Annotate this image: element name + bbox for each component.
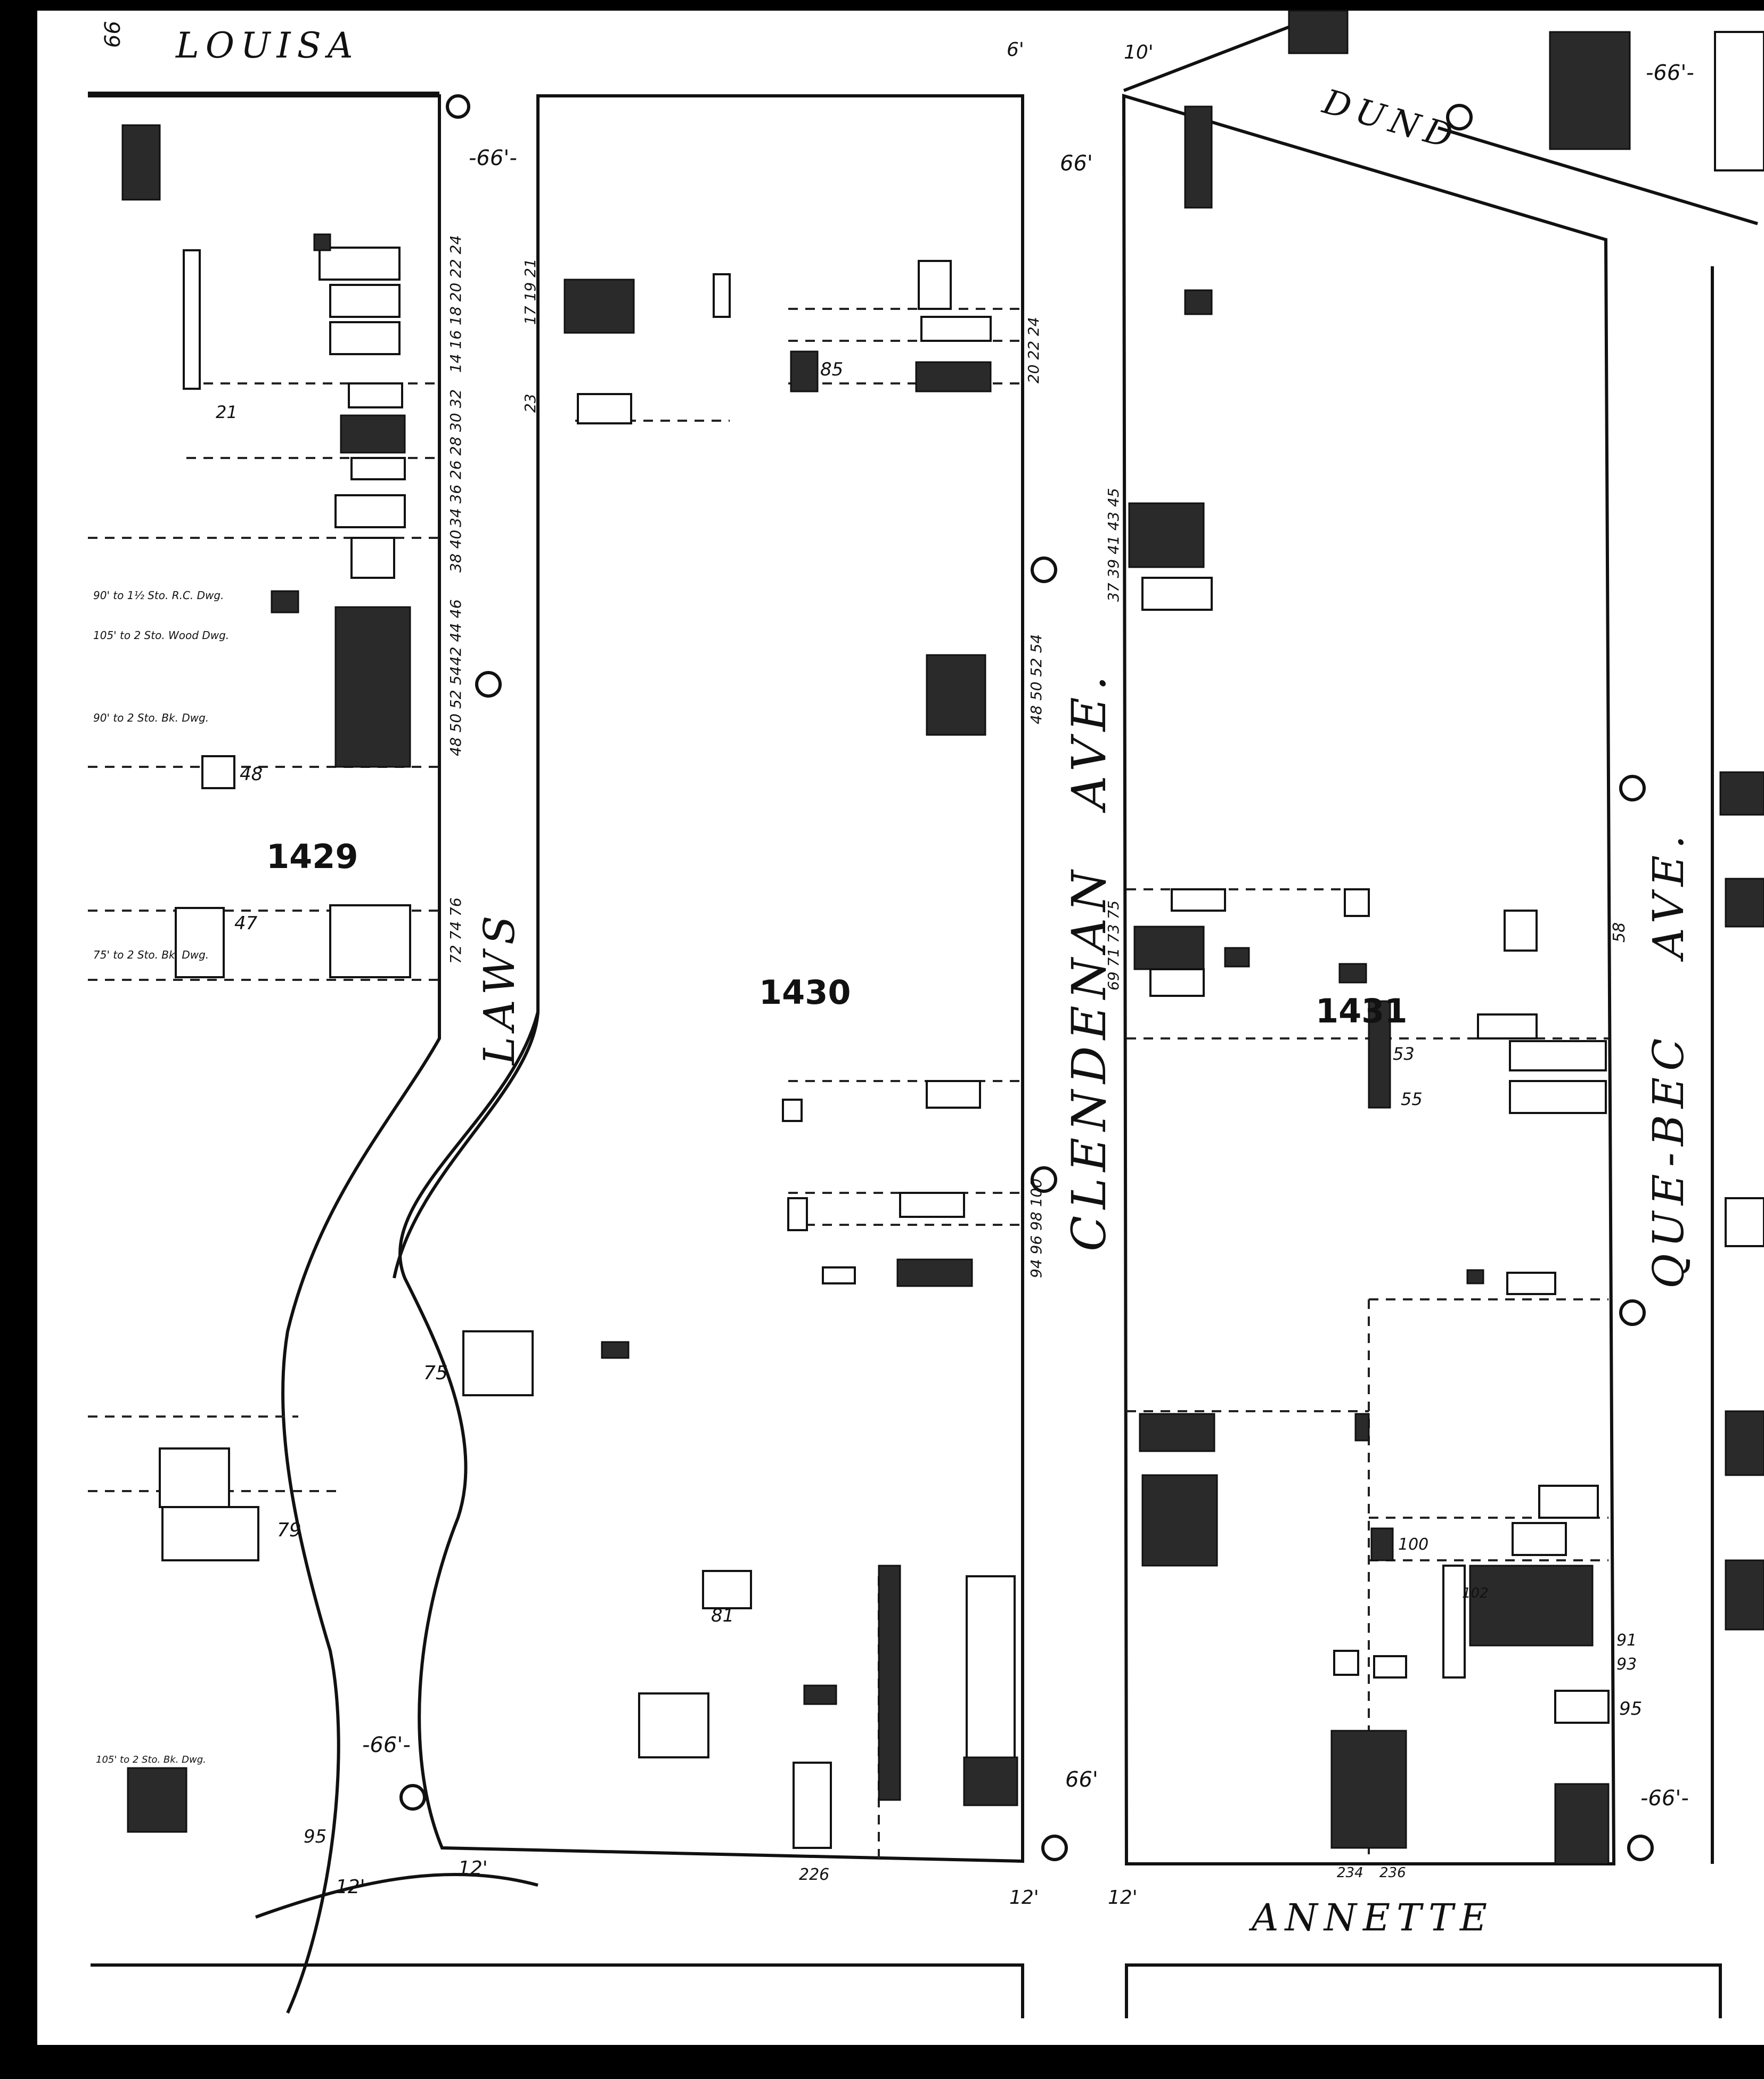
block-1429-outline <box>88 94 441 2014</box>
street-laws: LAWS <box>475 909 524 1066</box>
house-number: 236 <box>1379 1865 1406 1881</box>
width-top: 66 <box>101 21 125 48</box>
south-block-edge-left <box>91 1963 1024 2018</box>
address-range: 20 22 24 <box>1025 317 1042 383</box>
note-90-1half-sto: 90' to 1½ Sto. R.C. Dwg. <box>93 589 224 602</box>
house-number: 100 <box>1398 1535 1428 1554</box>
address-range: 38 40 <box>447 530 464 572</box>
hydrant-icon <box>475 671 502 698</box>
street-quebec: QUE-BEC <box>1644 1032 1693 1289</box>
address-range: 48 50 52 54 <box>1027 634 1045 724</box>
address-range: 23 <box>521 394 539 413</box>
address-range: 69 71 73 75 <box>1105 901 1122 991</box>
house-number: 53 <box>1393 1044 1415 1064</box>
block-1430-outline <box>398 94 1024 1863</box>
hydrant-icon <box>1041 1835 1068 1861</box>
width-bottom-clendenan: 66' <box>1065 1767 1098 1792</box>
note-105-2sto-wood: 105' to 2 Sto. Wood Dwg. <box>93 629 229 642</box>
note-90-2sto-bk: 90' to 2 Sto. Bk. Dwg. <box>93 711 209 724</box>
address-range: 37 39 41 43 45 <box>1105 488 1122 602</box>
buildings-east <box>1288 10 1764 1631</box>
address-range: 17 19 21 <box>521 258 539 325</box>
width-laws: -66'- <box>469 146 517 170</box>
house-numbers: 21 47 48 75 79 81 85 95 95 53 55 100 226… <box>216 359 1642 1884</box>
house-number: 75 <box>423 1362 448 1384</box>
house-number: 234 <box>1337 1865 1363 1881</box>
house-number: 48 <box>240 764 263 785</box>
hydrant-icon <box>1031 556 1057 583</box>
house-number: 85 <box>820 359 843 380</box>
address-range: 34 36 <box>447 485 464 527</box>
hydrant-icon <box>399 1784 426 1811</box>
laws-address-numbers: 14 16 18 20 22 24 26 28 30 32 34 36 38 4… <box>447 235 464 964</box>
hydrant-icon <box>1619 775 1646 801</box>
width-12-b: 12' <box>458 1857 488 1879</box>
street-annette: ANNETTE <box>1248 1896 1493 1939</box>
house-number: 102 <box>1462 1585 1489 1601</box>
note-105-2sto-bk: 105' to 2 Sto. Bk. Dwg. <box>96 1754 206 1765</box>
address-range: 72 74 76 <box>447 897 464 964</box>
width-6: 6' <box>1007 39 1024 61</box>
house-number: 91 <box>1616 1631 1637 1650</box>
house-number: 79 <box>277 1519 301 1541</box>
address-range: 14 16 18 20 22 24 <box>447 235 464 373</box>
buildings-1431 <box>1128 105 1610 1865</box>
buildings-1429 <box>121 124 411 1833</box>
address-range: 94 96 98 100 <box>1027 1178 1045 1278</box>
note-75-2sto-bk: 75' to 2 Sto. Bk. Dwg. <box>93 948 209 961</box>
street-quebec-ave: AVE. <box>1644 829 1693 962</box>
width-12-c: 12' <box>1009 1887 1039 1909</box>
house-number: 21 <box>216 402 238 422</box>
address-range: 48 50 52 54 <box>447 666 464 756</box>
hydrant-icon <box>446 94 470 119</box>
width-quebec: -66'- <box>1640 1786 1689 1811</box>
address-range: 42 44 46 <box>447 599 464 666</box>
buildings-1430 <box>462 260 1018 1849</box>
south-block-edge-right <box>1125 1963 1722 2018</box>
hydrant-icon <box>1031 1166 1057 1193</box>
house-number: 47 <box>234 913 258 934</box>
width-dundas: -66'- <box>1646 61 1694 85</box>
block-number-1431: 1431 <box>1316 992 1408 1030</box>
laws-street-edge <box>393 1011 540 1279</box>
block-number-1430: 1430 <box>759 973 851 1012</box>
block-1431-outline <box>1122 93 1616 1865</box>
street-louisa: LOUISA <box>175 25 360 66</box>
dundas-street-edge-lower <box>1438 126 1758 225</box>
address-range: 26 28 30 32 <box>447 389 464 479</box>
hydrant-icon <box>1627 1835 1654 1861</box>
hydrant-icon <box>1619 1299 1646 1326</box>
house-number: 95 <box>304 1826 326 1847</box>
house-number: 58 <box>1610 922 1629 943</box>
width-10: 10' <box>1124 42 1154 63</box>
width-clendenan: 66' <box>1060 151 1093 176</box>
hydrants <box>399 94 1654 1861</box>
house-number: 95 <box>1619 1698 1642 1720</box>
width-12-a: 12' <box>336 1876 365 1898</box>
clendenan-address-numbers: 17 19 21 23 20 22 24 37 39 41 43 45 48 5… <box>521 258 1122 1278</box>
house-number: 93 <box>1616 1655 1637 1674</box>
street-clendenan: CLENDENAN <box>1061 864 1116 1251</box>
house-number: 81 <box>711 1605 734 1626</box>
width-bottom-laws: -66'- <box>362 1733 411 1757</box>
hydrant-icon <box>1446 104 1473 130</box>
width-12-d: 12' <box>1108 1887 1138 1909</box>
annette-curve <box>255 1873 538 1919</box>
house-number: 55 <box>1401 1089 1423 1109</box>
house-number: 226 <box>799 1865 829 1884</box>
street-clendenan-ave: AVE. <box>1061 669 1116 813</box>
block-number-1429: 1429 <box>266 837 358 876</box>
